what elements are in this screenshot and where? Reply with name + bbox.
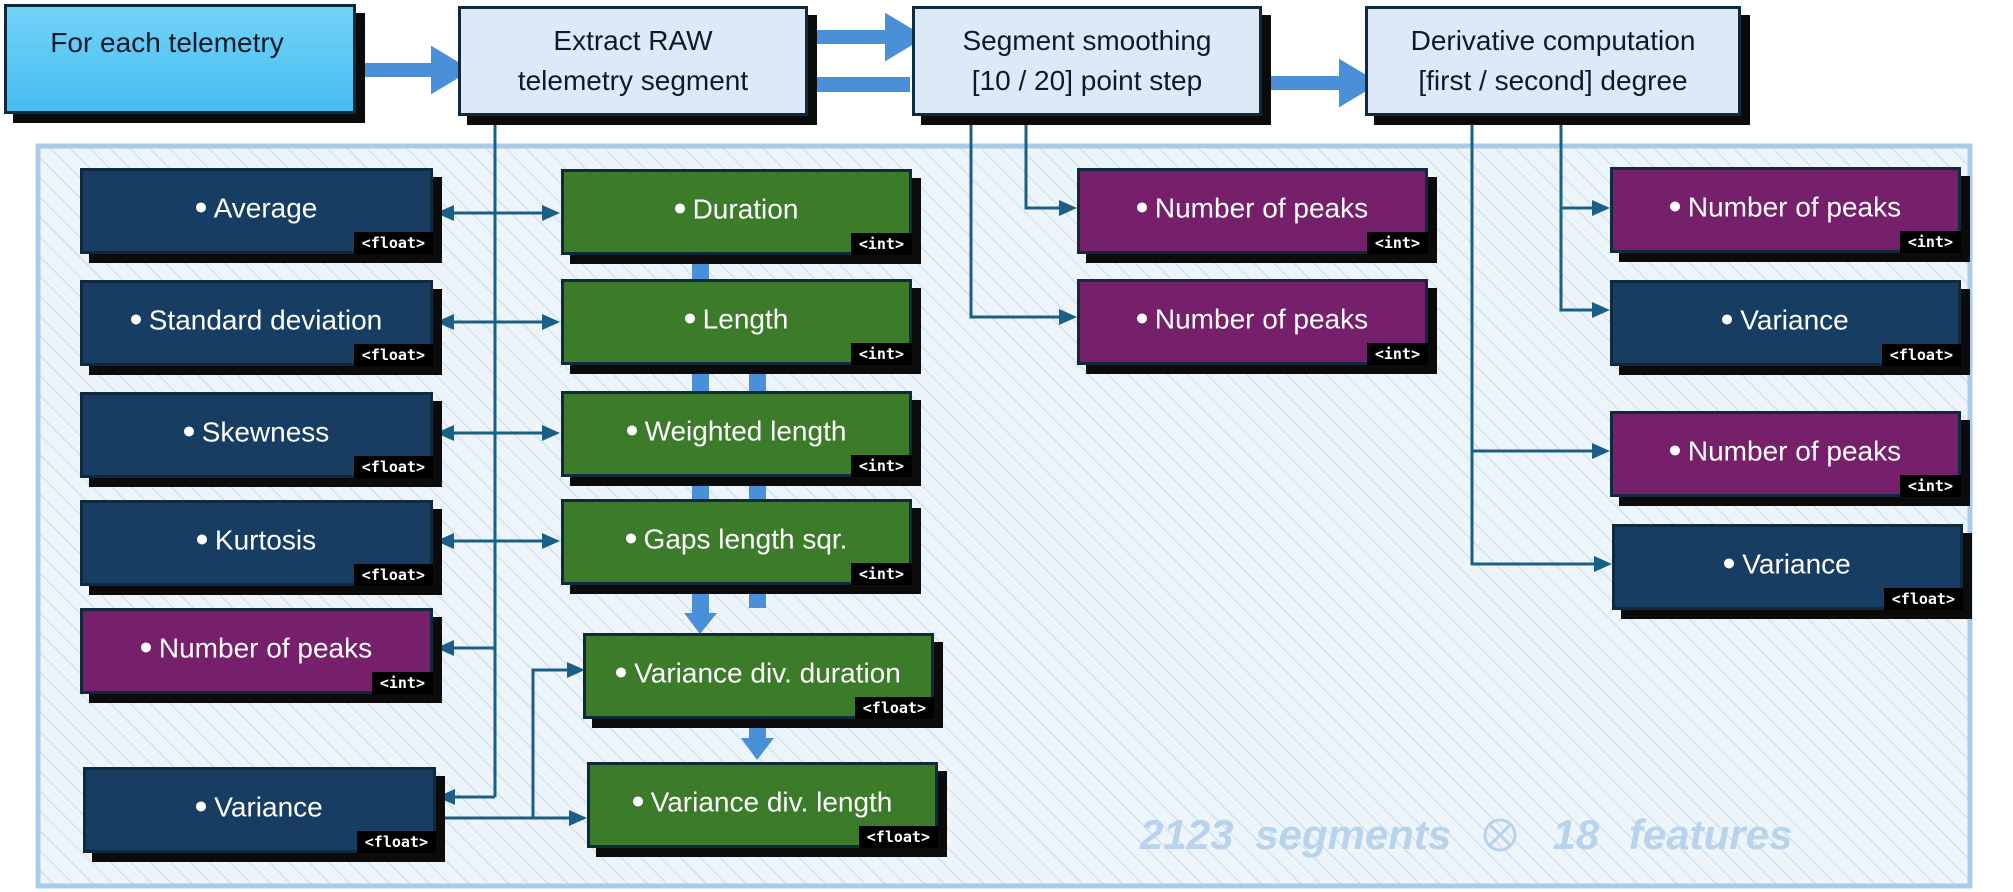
- bullet-icon: [1669, 201, 1680, 212]
- bullet-icon: [1724, 558, 1735, 569]
- feature-derivative-variance-1: Variance <float>: [1610, 280, 1961, 366]
- feature-weighted-length: Weighted length <int>: [561, 391, 912, 477]
- feature-label: Length: [702, 303, 789, 335]
- feature-label: Weighted length: [644, 415, 847, 447]
- derivative-title: Derivative computation: [1410, 25, 1696, 56]
- features-count: 18: [1552, 810, 1600, 858]
- feature-smoothed-number-of-peaks-2: Number of peaks <int>: [1077, 279, 1428, 365]
- extract-stage: Extract RAW telemetry segment: [458, 6, 808, 116]
- bullet-icon: [684, 313, 695, 324]
- feature-gaps-length-sqr: Gaps length sqr. <int>: [561, 499, 912, 585]
- arrow-smoothing-feedback: [808, 77, 910, 92]
- bullet-icon: [1669, 445, 1680, 456]
- type-tag: <float>: [353, 564, 433, 586]
- type-tag: <int>: [850, 455, 912, 477]
- feature-label: Number of peaks: [1687, 191, 1902, 223]
- arrow-smoothing-to-derivative: [1266, 58, 1380, 108]
- bullet-icon: [616, 667, 627, 678]
- arrow-extract-to-smoothing: [810, 12, 926, 62]
- type-tag: <int>: [1366, 343, 1428, 365]
- feature-label: Duration: [692, 193, 799, 225]
- type-tag: <int>: [1366, 232, 1428, 254]
- feature-derivative-number-of-peaks-2: Number of peaks <int>: [1610, 411, 1961, 497]
- type-tag: <float>: [353, 344, 433, 366]
- start-label: For each telemetry: [50, 27, 284, 58]
- extract-title: Extract RAW: [553, 25, 713, 56]
- type-tag: <int>: [850, 343, 912, 365]
- bullet-icon: [1722, 314, 1733, 325]
- feature-length: Length <int>: [561, 279, 912, 365]
- bullet-icon: [1136, 313, 1147, 324]
- feature-label: Number of peaks: [1687, 435, 1902, 467]
- type-tag: <int>: [850, 233, 912, 255]
- feature-skewness: Skewness <float>: [80, 392, 433, 478]
- bullet-icon: [140, 642, 151, 653]
- feature-label: Number of peaks: [1154, 192, 1369, 224]
- feature-derivative-number-of-peaks-1: Number of peaks <int>: [1610, 167, 1961, 253]
- smoothing-stage: Segment smoothing [10 / 20] point step: [912, 6, 1262, 116]
- type-tag: <int>: [371, 672, 433, 694]
- bullet-icon: [626, 425, 637, 436]
- bullet-icon: [130, 314, 141, 325]
- bullet-icon: [183, 426, 194, 437]
- type-tag: <float>: [1883, 588, 1963, 610]
- smoothing-title: Segment smoothing: [962, 25, 1212, 56]
- feature-variance-div-length: Variance div. length <float>: [587, 762, 938, 848]
- feature-label: Variance: [1742, 548, 1851, 580]
- bullet-icon: [196, 801, 207, 812]
- features-word: features: [1628, 810, 1793, 858]
- bullet-icon: [632, 796, 643, 807]
- feature-label: Variance div. duration: [634, 657, 901, 689]
- bullet-icon: [674, 203, 685, 214]
- feature-smoothed-number-of-peaks-1: Number of peaks <int>: [1077, 168, 1428, 254]
- start-node: For each telemetry: [4, 4, 356, 114]
- feature-standard-deviation: Standard deviation <float>: [80, 280, 433, 366]
- feature-label: Standard deviation: [148, 304, 383, 336]
- type-tag: <float>: [353, 232, 433, 254]
- summary-caption: 2123 segments 18 features: [1140, 808, 1792, 864]
- feature-average: Average <float>: [80, 168, 433, 254]
- smoothing-subtitle: [10 / 20] point step: [971, 65, 1203, 96]
- feature-label: Number of peaks: [1154, 303, 1369, 335]
- derivative-subtitle: [first / second] degree: [1418, 65, 1688, 96]
- type-tag: <float>: [858, 826, 938, 848]
- type-tag: <int>: [1899, 475, 1961, 497]
- feature-label: Gaps length sqr.: [643, 523, 848, 555]
- bullet-icon: [195, 202, 206, 213]
- bullet-icon: [196, 534, 207, 545]
- type-tag: <float>: [1881, 344, 1961, 366]
- derivative-stage: Derivative computation [first / second] …: [1365, 6, 1741, 116]
- bullet-icon: [1136, 202, 1147, 213]
- feature-label: Number of peaks: [158, 632, 373, 664]
- segments-count: 2123: [1140, 810, 1234, 858]
- type-tag: <int>: [1899, 231, 1961, 253]
- feature-duration: Duration <int>: [561, 169, 912, 255]
- segments-word: segments: [1255, 810, 1452, 858]
- type-tag: <float>: [356, 831, 436, 853]
- feature-kurtosis: Kurtosis <float>: [80, 500, 433, 586]
- arrow-start-to-extract: [355, 45, 472, 95]
- extract-subtitle: telemetry segment: [517, 65, 749, 96]
- bullet-icon: [625, 533, 636, 544]
- tensor-product-icon: [1483, 818, 1517, 852]
- feature-label: Kurtosis: [214, 524, 317, 556]
- feature-label: Variance div. length: [650, 786, 893, 818]
- feature-label: Average: [213, 192, 318, 224]
- feature-variance-div-duration: Variance div. duration <float>: [583, 633, 934, 719]
- feature-raw-variance: Variance <float>: [83, 767, 436, 853]
- feature-raw-number-of-peaks: Number of peaks <int>: [80, 608, 433, 694]
- type-tag: <float>: [854, 697, 934, 719]
- feature-label: Variance: [214, 791, 323, 823]
- type-tag: <int>: [850, 563, 912, 585]
- feature-derivative-variance-2: Variance <float>: [1612, 524, 1963, 610]
- feature-label: Variance: [1740, 304, 1849, 336]
- feature-label: Skewness: [201, 416, 330, 448]
- type-tag: <float>: [353, 456, 433, 478]
